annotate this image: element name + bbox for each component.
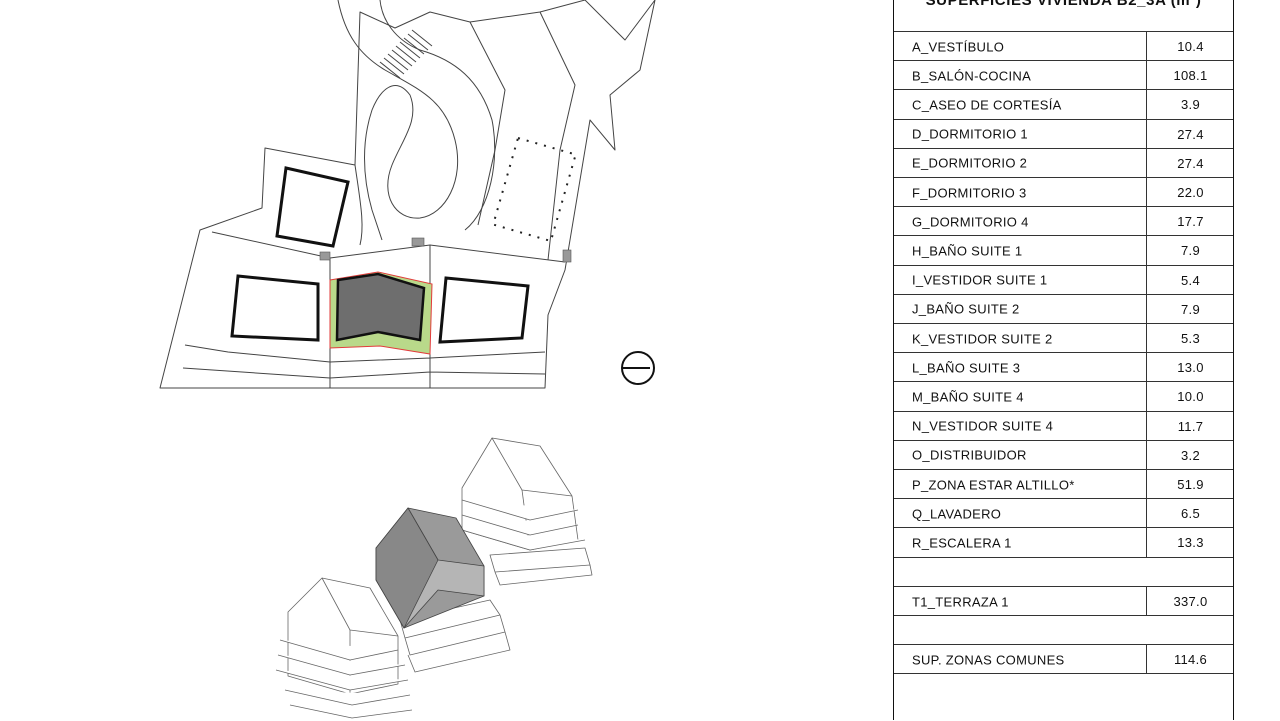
axonometric-highlight [375, 507, 485, 629]
row-label: C_ASEO DE CORTESÍA [912, 97, 1062, 113]
row-label: L_BAÑO SUITE 3 [912, 360, 1021, 376]
row-value: 114.6 [1146, 645, 1234, 674]
garden-curve [379, 0, 496, 231]
row-value: 337.0 [1146, 587, 1234, 616]
row-label: P_ZONA ESTAR ALTILLO* [912, 477, 1075, 493]
row-label: D_DORMITORIO 1 [912, 126, 1028, 142]
villa-footprint [230, 274, 320, 342]
row-label: B_SALÓN-COCINA [912, 68, 1032, 84]
row-label: K_VESTIDOR SUITE 2 [912, 331, 1053, 347]
driveway [469, 11, 576, 261]
table-row: J_BAÑO SUITE 2 7.9 [894, 293, 1234, 324]
table-spacer-row [894, 615, 1233, 645]
table-title: SUPERFICIES VIVIENDA B2_3A (m²) [925, 0, 1202, 9]
row-value: 11.7 [1146, 411, 1234, 441]
pergola-outline [492, 137, 577, 243]
row-value: 5.4 [1146, 265, 1234, 295]
table-row: P_ZONA ESTAR ALTILLO* 51.9 [894, 469, 1234, 500]
table-row-terrace: T1_TERRAZA 1 337.0 [894, 586, 1233, 616]
table-row: I_VESTIDOR SUITE 1 5.4 [894, 264, 1234, 295]
row-value: 7.9 [1146, 236, 1234, 266]
site-outline [159, 0, 656, 389]
row-value: 22.0 [1146, 178, 1234, 208]
row-value: 5.3 [1146, 324, 1234, 354]
table-row: A_VESTÍBULO 10.4 [894, 31, 1234, 62]
areas-table: SUPERFICIES VIVIENDA B2_3A (m²) A_VESTÍB… [893, 0, 1234, 720]
orientation-icon [621, 351, 655, 385]
row-value: 10.4 [1146, 32, 1234, 62]
table-spacer-row [894, 673, 1233, 721]
table-row: L_BAÑO SUITE 3 13.0 [894, 352, 1234, 383]
row-value: 3.2 [1146, 440, 1234, 470]
table-row: C_ASEO DE CORTESÍA 3.9 [894, 89, 1234, 120]
table-row: B_SALÓN-COCINA 108.1 [894, 60, 1234, 91]
highlighted-unit [335, 272, 426, 342]
table-row: E_DORMITORIO 2 27.4 [894, 147, 1234, 178]
row-label: G_DORMITORIO 4 [912, 214, 1029, 230]
service-mark [319, 251, 331, 261]
row-label: SUP. ZONAS COMUNES [912, 652, 1065, 667]
row-value: 51.9 [1146, 470, 1234, 500]
table-row-common: SUP. ZONAS COMUNES 114.6 [894, 644, 1233, 674]
villa-footprint [275, 166, 350, 248]
table-row: F_DORMITORIO 3 22.0 [894, 177, 1234, 208]
table-row: D_DORMITORIO 1 27.4 [894, 118, 1234, 149]
table-row: O_DISTRIBUIDOR 3.2 [894, 439, 1234, 470]
row-value: 3.9 [1146, 90, 1234, 120]
row-label: R_ESCALERA 1 [912, 535, 1012, 551]
axonometric-view [275, 437, 593, 719]
row-label: J_BAÑO SUITE 2 [912, 301, 1020, 317]
service-mark [562, 249, 572, 263]
row-label: I_VESTIDOR SUITE 1 [912, 272, 1048, 288]
row-label: O_DISTRIBUIDOR [912, 447, 1027, 463]
row-label: A_VESTÍBULO [912, 39, 1005, 55]
row-value: 6.5 [1146, 499, 1234, 529]
row-label: Q_LAVADERO [912, 506, 1002, 522]
stair-hatch [379, 29, 433, 79]
row-value: 17.7 [1146, 207, 1234, 237]
garden-curve [337, 0, 459, 241]
row-label: H_BAÑO SUITE 1 [912, 243, 1023, 259]
row-value: 10.0 [1146, 382, 1234, 412]
table-row: K_VESTIDOR SUITE 2 5.3 [894, 323, 1234, 354]
table-row: Q_LAVADERO 6.5 [894, 498, 1234, 529]
row-value: 108.1 [1146, 61, 1234, 91]
garden-curve [354, 164, 363, 246]
row-value: 7.9 [1146, 294, 1234, 324]
row-label: T1_TERRAZA 1 [912, 594, 1009, 609]
row-label: N_VESTIDOR SUITE 4 [912, 418, 1054, 434]
table-row: R_ESCALERA 1 13.3 [894, 527, 1234, 558]
row-label: E_DORMITORIO 2 [912, 155, 1028, 171]
villa-footprint [438, 276, 530, 344]
service-mark [411, 237, 425, 247]
row-value: 27.4 [1146, 119, 1234, 149]
terrace-line [182, 231, 566, 388]
table-spacer-row [894, 557, 1233, 587]
table-row: G_DORMITORIO 4 17.7 [894, 206, 1234, 237]
row-value: 13.0 [1146, 353, 1234, 383]
row-label: M_BAÑO SUITE 4 [912, 389, 1024, 405]
table-row: M_BAÑO SUITE 4 10.0 [894, 381, 1234, 412]
row-value: 27.4 [1146, 148, 1234, 178]
table-row: N_VESTIDOR SUITE 4 11.7 [894, 410, 1234, 441]
site-plan-drawing [159, 0, 656, 719]
row-value: 13.3 [1146, 528, 1234, 558]
table-row: H_BAÑO SUITE 1 7.9 [894, 235, 1234, 266]
row-label: F_DORMITORIO 3 [912, 185, 1027, 201]
